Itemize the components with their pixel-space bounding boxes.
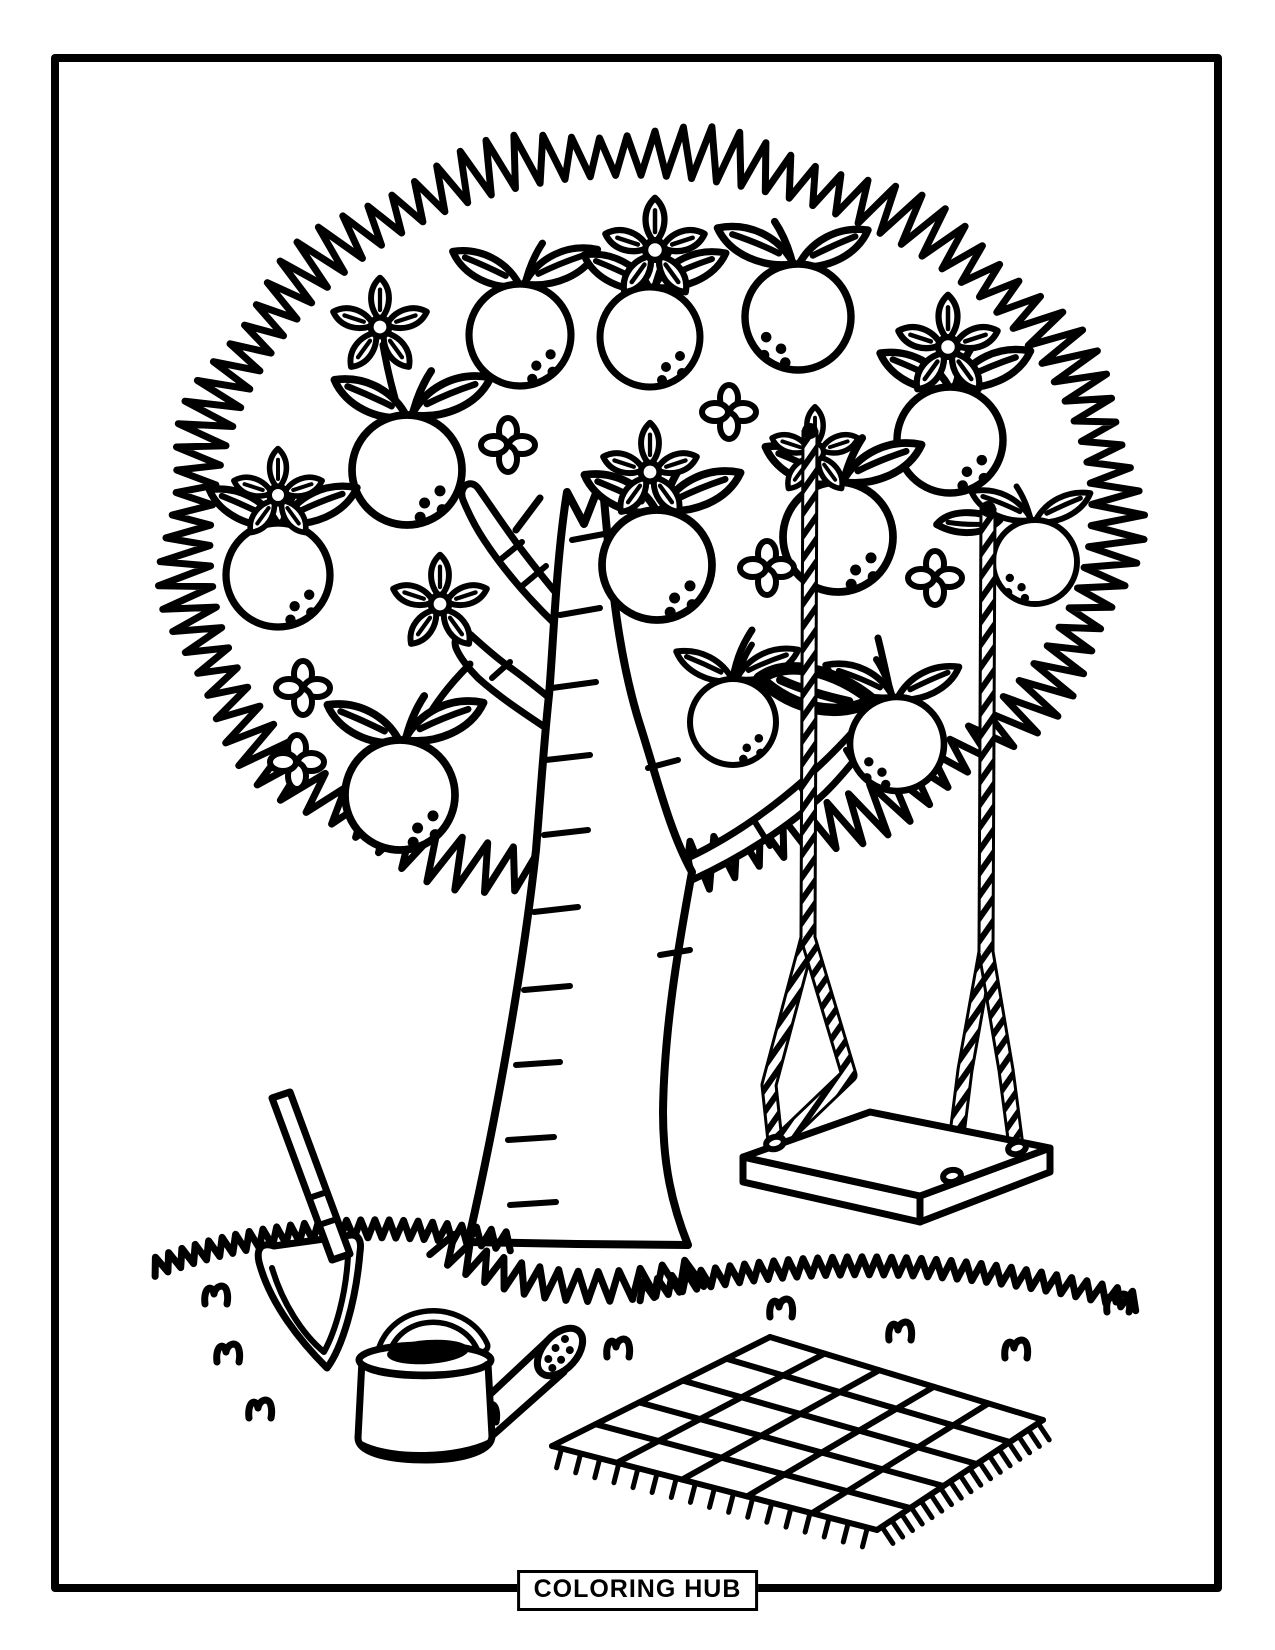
grass-line <box>636 1253 1140 1315</box>
blanket-fringe <box>668 1475 679 1500</box>
blanket-fringe <box>592 1455 603 1481</box>
grass-tuft <box>889 1322 912 1340</box>
watering-can-rim-line <box>360 1361 490 1380</box>
blanket-fringe <box>554 1446 565 1471</box>
blanket-fringe <box>764 1500 775 1525</box>
blanket-grid-line <box>614 1350 828 1466</box>
watering-can-bottom-rim <box>358 1439 493 1458</box>
blanket-fringe <box>1025 1427 1042 1449</box>
blanket-grid-line <box>723 1355 1013 1445</box>
blanket-fringe <box>996 1446 1013 1469</box>
grass-tuft <box>1005 1340 1028 1358</box>
swing-rope-stripes <box>980 507 994 953</box>
blanket-grid-line <box>744 1383 937 1500</box>
grass-tuft <box>217 1344 240 1362</box>
rope-grommet <box>763 1133 787 1153</box>
grass-tuft <box>249 1400 272 1418</box>
blanket-grid-line <box>592 1421 914 1511</box>
rope-knot <box>980 501 996 517</box>
swing-rope-stripes <box>802 429 816 939</box>
blanket-fringe <box>967 1466 984 1488</box>
blanket-fringe <box>859 1525 870 1550</box>
swing-rope-stripes <box>980 951 1022 1147</box>
blanket-fringe <box>879 1524 896 1546</box>
swing-rope-stripes <box>763 936 814 1142</box>
blanket-fringe <box>783 1505 794 1530</box>
blanket-fringe <box>947 1479 964 1501</box>
blanket-fringe <box>611 1460 622 1486</box>
blanket-fringe <box>1016 1433 1033 1456</box>
shovel-handle-tick <box>316 1216 340 1228</box>
blanket-fringe <box>898 1511 915 1533</box>
shovel-blade-inner-line <box>269 1253 351 1355</box>
blanket-fringe <box>889 1517 906 1540</box>
fruit-stem <box>729 626 756 682</box>
rope-grommet <box>1005 1138 1029 1158</box>
swing-rope-stripes <box>774 936 855 1147</box>
watering-can <box>354 1308 587 1464</box>
blanket-fringe <box>1006 1440 1023 1462</box>
blanket-fringe <box>573 1450 584 1476</box>
blanket-fringe <box>938 1485 954 1508</box>
blanket-fringe <box>821 1515 832 1540</box>
watering-can-top-handle-inner <box>379 1313 485 1361</box>
blanket-grid-line <box>767 1334 1046 1423</box>
garden-shovel <box>254 1088 364 1372</box>
swing-seat-top <box>739 1108 1054 1200</box>
grass-line <box>426 1230 708 1305</box>
grass-tuft <box>607 1339 630 1357</box>
blanket-fringe <box>802 1510 813 1535</box>
blanket-fringe <box>745 1495 756 1520</box>
blanket-fringe <box>840 1520 851 1545</box>
blanket-grid-line <box>679 1377 980 1467</box>
shovel-handle <box>268 1088 354 1264</box>
blanket-fringe <box>908 1504 925 1527</box>
grass-tuft <box>205 1286 228 1304</box>
blanket-fringe <box>1035 1420 1052 1443</box>
branch-upper-left-prong <box>512 494 544 534</box>
blanket-fringe <box>649 1470 660 1495</box>
picnic-blanket <box>549 1334 1052 1550</box>
blanket-fringe <box>928 1491 945 1514</box>
blanket-fringe <box>726 1490 737 1515</box>
watering-can-spout <box>488 1368 568 1440</box>
blanket-fringe <box>957 1472 974 1495</box>
rope-knot <box>802 423 818 439</box>
blanket-fringe <box>687 1480 698 1505</box>
watering-can-opening <box>387 1339 469 1365</box>
blanket-fringe <box>986 1453 1003 1475</box>
swing-seat <box>739 1108 1054 1226</box>
blanket-fringe <box>977 1459 994 1482</box>
grass-tuft <box>770 1299 793 1317</box>
blanket-fringe <box>630 1465 641 1491</box>
tree-fruit-and-blossoms <box>209 198 1090 850</box>
blanket-grid-line <box>679 1367 883 1483</box>
rope-grommet <box>940 1166 964 1186</box>
blanket-fringe <box>918 1498 935 1521</box>
sprinkler-head <box>533 1324 587 1380</box>
blanket-grid-line <box>809 1400 992 1517</box>
blanket-grid-line <box>636 1399 947 1489</box>
blanket-grid-line <box>549 1334 773 1449</box>
swing-ropes <box>760 423 1025 1176</box>
shovel-handle-tick <box>306 1189 330 1201</box>
blanket-fringe <box>707 1485 717 1510</box>
brand-label: COLORING HUB <box>516 1570 759 1611</box>
